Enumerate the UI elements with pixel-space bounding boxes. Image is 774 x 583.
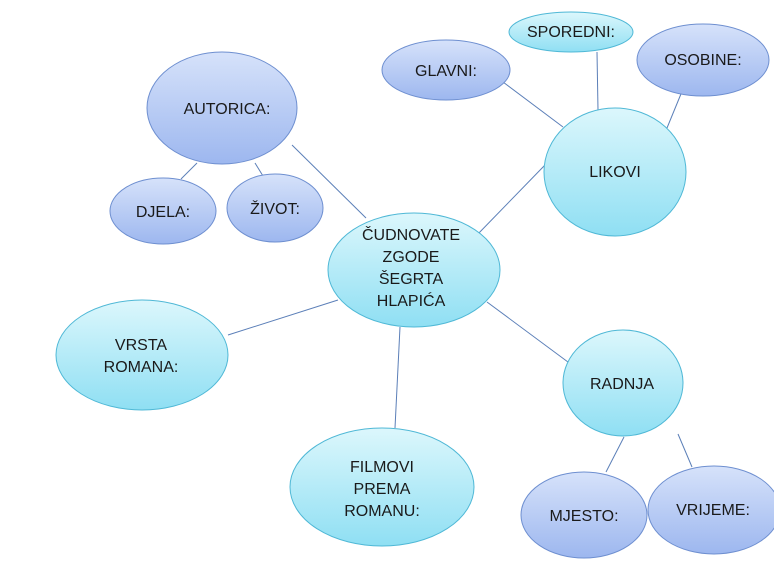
- node-label: PREMA: [354, 481, 411, 498]
- node-label: ŠEGRTA: [379, 269, 444, 288]
- node-vrsta-romana[interactable]: VRSTA ROMANA:: [55, 299, 229, 411]
- node-label: ŽIVOT:: [250, 199, 300, 218]
- connector-radnja-vrijeme: [677, 433, 693, 468]
- node-osobine[interactable]: OSOBINE:: [636, 23, 770, 97]
- node-label: ROMANA:: [104, 359, 179, 376]
- connector-autorica-zivot: [254, 162, 264, 177]
- node-label: RADNJA: [590, 376, 654, 393]
- connectors: [180, 51, 693, 473]
- node-likovi[interactable]: LIKOVI: [543, 107, 687, 237]
- connector-likovi-osobine: [666, 88, 684, 129]
- node-label: VRSTA: [115, 337, 167, 354]
- node-djela[interactable]: DJELA:: [109, 177, 217, 245]
- node-label: AUTORICA:: [184, 101, 271, 118]
- connector-center-vrsta: [227, 299, 339, 336]
- node-label: ČUDNOVATE: [362, 225, 460, 244]
- node-label: MJESTO:: [549, 508, 618, 525]
- node-vrijeme[interactable]: VRIJEME:: [647, 465, 774, 555]
- connector-center-likovi: [475, 164, 546, 237]
- connector-center-filmovi: [394, 326, 401, 429]
- node-label: GLAVNI:: [415, 63, 477, 80]
- node-glavni[interactable]: GLAVNI:: [381, 39, 511, 101]
- node-label: LIKOVI: [589, 164, 641, 181]
- node-label: OSOBINE:: [664, 52, 741, 69]
- connector-center-radnja: [486, 301, 573, 366]
- node-label: SPOREDNI:: [527, 24, 615, 41]
- node-label: VRIJEME:: [676, 502, 750, 519]
- connector-likovi-sporedni: [596, 51, 599, 111]
- node-autorica[interactable]: AUTORICA:: [146, 51, 298, 165]
- node-label: FILMOVI: [350, 459, 414, 476]
- connector-autorica-center: [291, 144, 367, 219]
- node-label: ZGODE: [383, 249, 440, 266]
- node-sporedni[interactable]: SPOREDNI:: [508, 11, 634, 53]
- node-label: HLAPIĆA: [377, 291, 446, 310]
- node-filmovi[interactable]: FILMOVI PREMA ROMANU:: [289, 427, 475, 547]
- node-label: DJELA:: [136, 204, 190, 221]
- connector-radnja-mjesto: [605, 436, 625, 473]
- connector-likovi-glavni: [502, 81, 564, 128]
- node-zivot[interactable]: ŽIVOT:: [226, 173, 324, 243]
- node-center-title[interactable]: ČUDNOVATE ZGODE ŠEGRTA HLAPIĆA: [327, 212, 501, 328]
- node-mjesto[interactable]: MJESTO:: [520, 471, 648, 559]
- connector-autorica-djela: [180, 162, 198, 180]
- node-radnja[interactable]: RADNJA: [562, 329, 684, 437]
- node-label: ROMANU:: [344, 503, 420, 520]
